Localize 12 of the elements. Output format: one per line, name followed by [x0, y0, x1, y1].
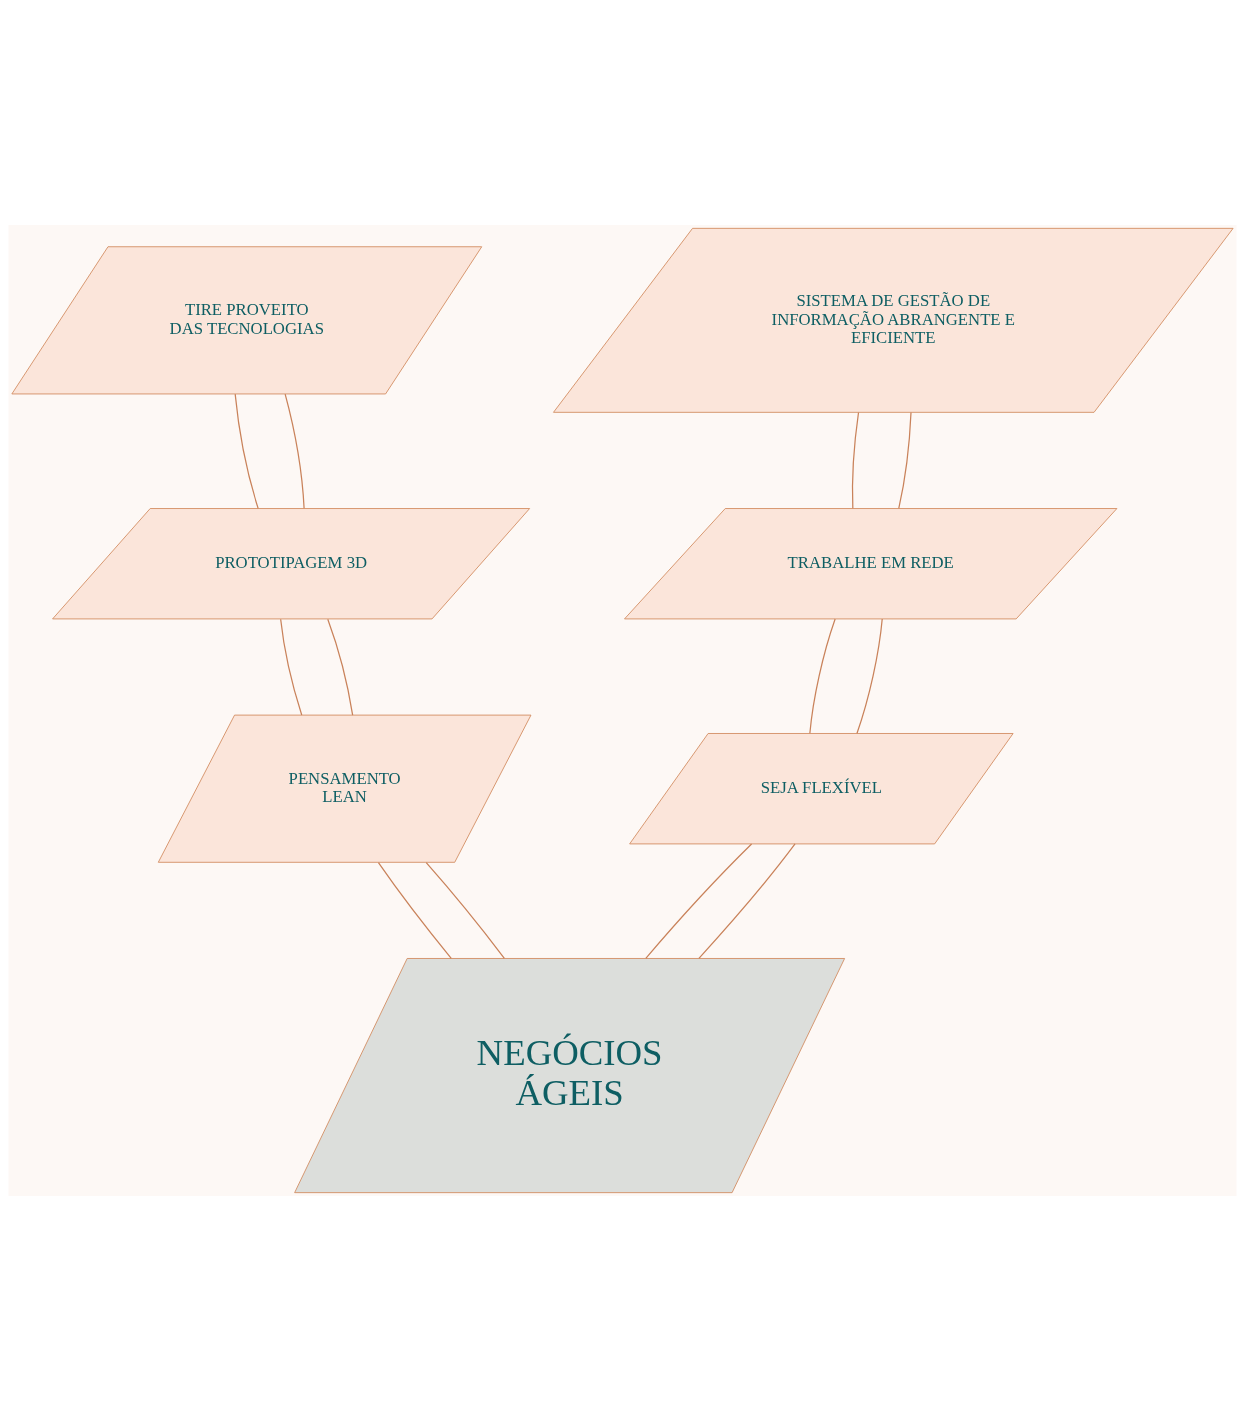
connector [377, 861, 452, 959]
connector [284, 392, 305, 509]
connector [425, 861, 505, 959]
connector [809, 617, 836, 734]
connector [645, 842, 753, 959]
connector [327, 618, 354, 716]
connector [280, 618, 303, 716]
connector [234, 392, 259, 509]
connector [851, 411, 860, 509]
connector [698, 842, 796, 959]
connector [856, 617, 883, 734]
connector [898, 411, 912, 509]
